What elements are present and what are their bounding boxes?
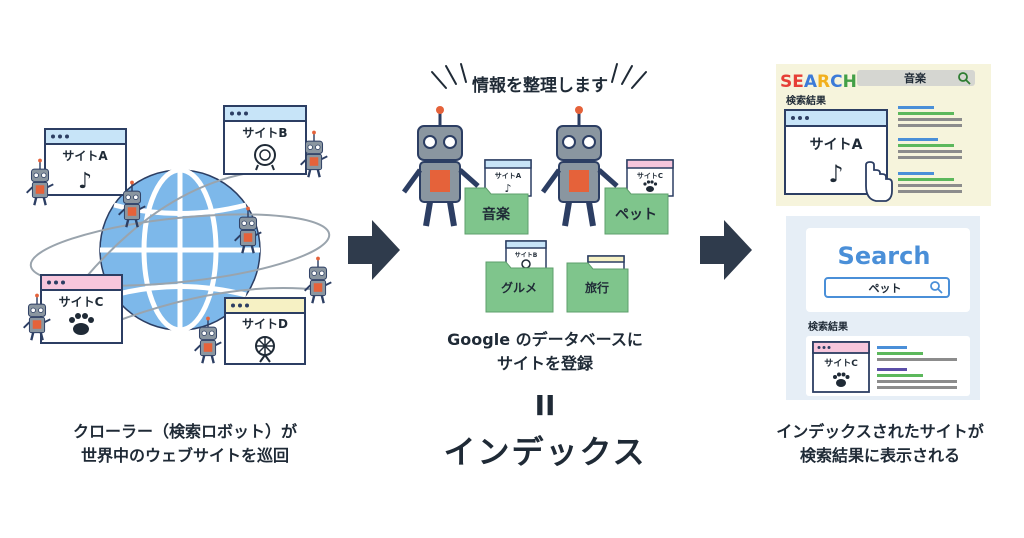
paw-icon <box>833 372 850 387</box>
crawler-caption-line1: クローラー（検索ロボット）が <box>72 422 297 441</box>
folder-site-label: サイトB <box>515 252 538 259</box>
emphasis-lines <box>431 63 647 89</box>
brand-letter: S <box>780 72 792 92</box>
organizer-robot-icon <box>401 106 480 227</box>
folder-label: 旅行 <box>585 280 609 295</box>
database-caption-line1: Google のデータベースに <box>447 330 643 349</box>
organize-heading: 情報を整理します <box>472 76 608 96</box>
folder-label: 音楽 <box>482 206 511 223</box>
results-caption: インデックスされたサイトが 検索結果に表示される <box>735 420 1024 468</box>
brand-letter: R <box>817 72 830 92</box>
search-brand: SEARCH <box>780 72 857 92</box>
result-site-label: サイトA <box>810 137 863 153</box>
organizer-robot-icon <box>540 106 619 227</box>
brand-letter: H <box>843 72 857 92</box>
results-caption-line1: インデックスされたサイトが <box>776 422 984 441</box>
site-window-d: サイトD <box>224 297 306 365</box>
crawler-robot-icon <box>303 255 333 305</box>
site-window-c: サイトC <box>40 274 123 344</box>
folder-pet: サイトC ペット <box>604 159 674 235</box>
paw-icon <box>69 313 94 335</box>
music-note-icon: ♪ <box>78 169 92 194</box>
result-lines <box>877 346 957 389</box>
orbit-line <box>29 213 331 287</box>
index-label: インデックス <box>443 433 647 471</box>
search-query: 音楽 <box>904 71 927 85</box>
paw-icon <box>643 180 658 192</box>
search-icon <box>958 72 971 85</box>
results-label: 検索結果 <box>808 320 849 333</box>
search-title: Search <box>838 242 931 270</box>
search-query: ペット <box>869 282 902 295</box>
site-a-label: サイトA <box>62 149 108 163</box>
site-b-label: サイトB <box>242 126 287 140</box>
folder-travel: 旅行 <box>566 255 629 313</box>
music-note-icon: ♪ <box>504 182 511 195</box>
folder-gourmet: サイトB グルメ <box>485 240 554 313</box>
search-box-top: 音楽 <box>857 70 975 86</box>
folder-label: ペット <box>615 207 657 223</box>
folder-music: サイトA ♪ 音楽 <box>464 159 532 235</box>
folder-site-label: サイトC <box>637 172 663 180</box>
result-site-label: サイトC <box>824 358 858 369</box>
bowl-icon <box>254 144 276 171</box>
site-window-b: サイトB <box>223 105 307 175</box>
folder-site-label: サイトA <box>495 172 522 180</box>
site-d-label: サイトD <box>242 317 288 331</box>
arrow-right-icon <box>348 220 400 280</box>
search-box-bottom: ペット <box>824 277 950 298</box>
music-note-icon: ♪ <box>828 160 843 188</box>
ferris-wheel-icon <box>255 336 275 363</box>
crawler-caption: クローラー（検索ロボット）が 世界中のウェブサイトを巡回 <box>30 420 340 468</box>
results-label: 検索結果 <box>786 94 827 107</box>
orbit-line <box>119 287 321 321</box>
site-c-label: サイトC <box>59 295 104 309</box>
brand-letter: A <box>804 72 818 92</box>
folder-label: グルメ <box>501 280 537 295</box>
organize-section: サイトA ♪ 音楽 サイトC ペット サイトB グルメ <box>401 63 674 313</box>
result-card-site-c: サイトC <box>812 341 870 393</box>
pointer-hand-icon <box>865 161 893 202</box>
arrow-right-icon <box>700 220 752 280</box>
crawler-section: サイトA ♪ サイトB サイトC <box>22 105 333 365</box>
database-caption: Google のデータベースに サイトを登録 <box>395 328 695 376</box>
crawler-caption-line2: 世界中のウェブサイトを巡回 <box>80 446 289 465</box>
equals-mark: II <box>534 389 556 422</box>
brand-letter: E <box>792 72 804 92</box>
search-icon <box>930 281 943 294</box>
result-lines <box>898 106 962 193</box>
search-results-section: SEARCH 音楽 検索結果 サイトA ♪ <box>776 64 991 400</box>
site-window-a: サイトA ♪ <box>44 128 127 196</box>
brand-letter: C <box>830 72 842 92</box>
results-caption-line2: 検索結果に表示される <box>799 446 960 465</box>
database-caption-line2: サイトを登録 <box>496 354 593 373</box>
